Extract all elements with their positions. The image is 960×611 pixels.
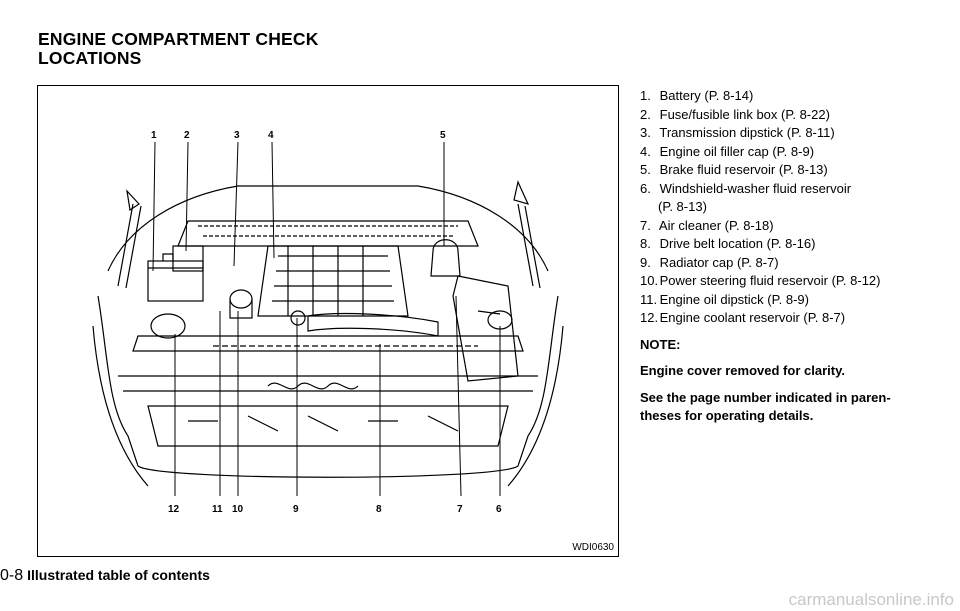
list-item: 10. Power steering fluid reservoir (P. 8… [640, 273, 881, 288]
page-heading: ENGINE COMPARTMENT CHECK LOCATIONS [38, 30, 319, 68]
callout-7: 7 [457, 504, 463, 515]
callout-3: 3 [234, 130, 240, 141]
watermark: carmanualsonline.info [788, 590, 954, 609]
note-label: NOTE: [640, 336, 681, 352]
list-item: 9. Radiator cap (P. 8-7) [640, 254, 779, 270]
engine-compartment-figure: 1 2 3 4 5 12 11 10 9 8 7 6 WDI0630 [37, 85, 619, 557]
list-item: 12. Engine coolant reservoir (P. 8-7) [640, 310, 846, 325]
list-item: 4. Engine oil filler cap (P. 8-9) [640, 143, 815, 159]
list-item-continuation: (P. 8-13) [658, 199, 707, 214]
callout-1: 1 [151, 130, 157, 141]
callout-4: 4 [268, 130, 274, 141]
callout-5: 5 [440, 130, 446, 141]
section-title: Illustrated table of contents [27, 567, 210, 583]
callout-11: 11 [212, 504, 223, 515]
list-item: 2. Fuse/fusible link box (P. 8-22) [640, 106, 830, 122]
list-item: 5. Brake fluid reservoir (P. 8-13) [640, 162, 828, 177]
callout-6: 6 [496, 504, 502, 515]
list-item: 8. Drive belt location (P. 8-16) [640, 236, 816, 251]
see-page-note: See the page number indicated in paren- … [640, 389, 891, 424]
list-item: 11. Engine oil dipstick (P. 8-9) [640, 291, 809, 307]
callout-10: 10 [232, 504, 244, 515]
check-location-list: 1. Battery (P. 8-14) 2. Fuse/fusible lin… [640, 87, 940, 426]
list-item: 3. Transmission dipstick (P. 8-11) [640, 125, 835, 140]
left-hood-strut [117, 203, 142, 289]
note-text: Engine cover removed for clarity. [640, 363, 845, 378]
list-item: 6. Windshield-washer fluid reservoir [640, 180, 852, 196]
list-item: 7. Air cleaner (P. 8-18) [640, 217, 774, 233]
right-hood-strut [517, 203, 541, 289]
callout-12: 12 [168, 504, 180, 515]
callout-labels: 1 2 3 4 5 12 11 10 9 8 7 6 [151, 130, 502, 515]
callout-2: 2 [184, 130, 190, 141]
callout-9: 9 [293, 504, 299, 515]
heading-line-2: LOCATIONS [38, 48, 142, 68]
list-item: 1. Battery (P. 8-14) [640, 88, 754, 103]
heading-line-1: ENGINE COMPARTMENT CHECK [38, 29, 319, 49]
page-number: 0-8 [0, 567, 24, 584]
callout-8: 8 [376, 504, 382, 515]
figure-code: WDI0630 [572, 542, 614, 553]
engine-illustration: 1 2 3 4 5 12 11 10 9 8 7 6 [92, 130, 564, 515]
